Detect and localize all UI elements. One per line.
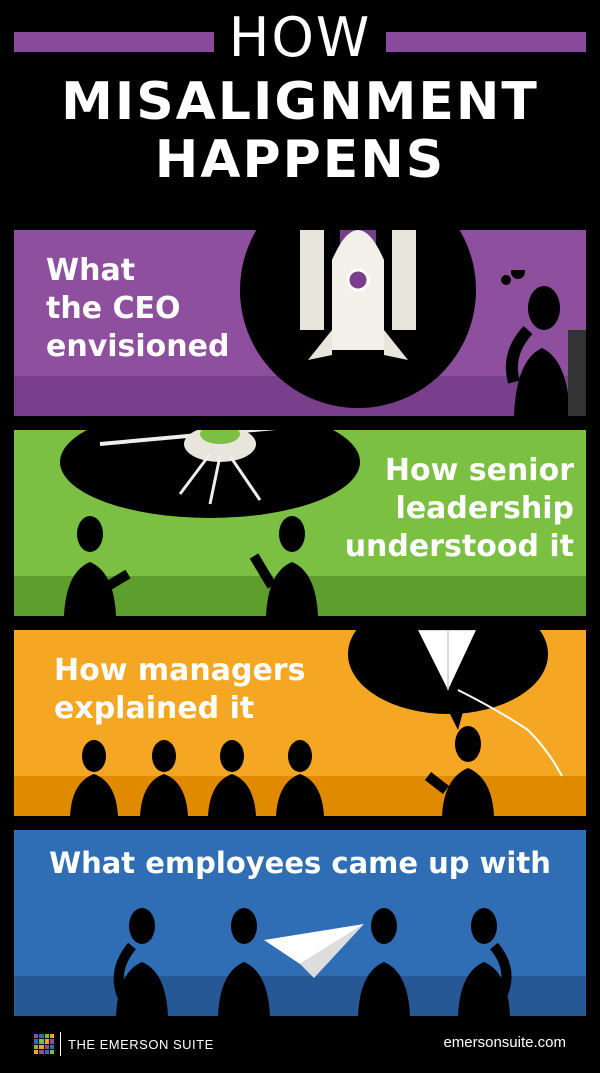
leader-figure	[249, 516, 318, 616]
label-line: How managers	[54, 653, 306, 688]
page-title-line-1: HOW	[228, 6, 372, 69]
label-line: understood it	[344, 529, 574, 564]
drone-icon	[60, 430, 360, 518]
page-title-line-3: HAPPENS	[154, 130, 446, 190]
label-line: envisioned	[46, 329, 230, 364]
employee-figure	[218, 908, 270, 1016]
kite-icon	[348, 630, 563, 777]
employee-figure	[458, 908, 512, 1016]
leader-figure	[64, 516, 131, 616]
employee-figure	[113, 908, 168, 1016]
panel-managers-label: How managers explained it	[54, 652, 305, 728]
employee-figure	[208, 740, 256, 816]
panel-managers: How managers explained it	[14, 630, 586, 816]
panel-leadership-label: How senior leadership understood it	[314, 452, 574, 566]
panel-ceo: What the CEO envisioned	[14, 230, 586, 416]
footer-brand: THE EMERSON SUITE	[68, 1037, 214, 1052]
panel-employees: What employees came up with	[14, 830, 586, 1016]
panel-ceo-label: What the CEO envisioned	[46, 252, 229, 366]
employee-figure	[276, 740, 324, 816]
label-line: How senior	[384, 453, 574, 488]
paper-plane-icon	[264, 924, 364, 978]
footer-divider	[60, 1032, 61, 1056]
footer-url[interactable]: emersonsuite.com	[443, 1034, 566, 1051]
label-line: the CEO	[46, 291, 181, 326]
ceo-figure	[501, 270, 586, 416]
panel-employees-label: What employees came up with	[14, 844, 586, 882]
label-line: leadership	[395, 491, 574, 526]
label-line: explained it	[54, 691, 255, 726]
employee-figure	[140, 740, 188, 816]
rocket-icon	[240, 230, 476, 408]
header-accent-bar-left	[14, 32, 214, 52]
manager-figure	[424, 726, 494, 816]
brand-logo-icon	[34, 1034, 54, 1054]
label-line: What	[46, 253, 136, 288]
employee-figure	[358, 908, 410, 1016]
panel-leadership: How senior leadership understood it	[14, 430, 586, 616]
employee-figure	[70, 740, 118, 816]
page-title-line-2: MISALIGNMENT	[61, 72, 539, 132]
header-accent-bar-right	[386, 32, 586, 52]
label-line: What employees came up with	[49, 846, 551, 880]
